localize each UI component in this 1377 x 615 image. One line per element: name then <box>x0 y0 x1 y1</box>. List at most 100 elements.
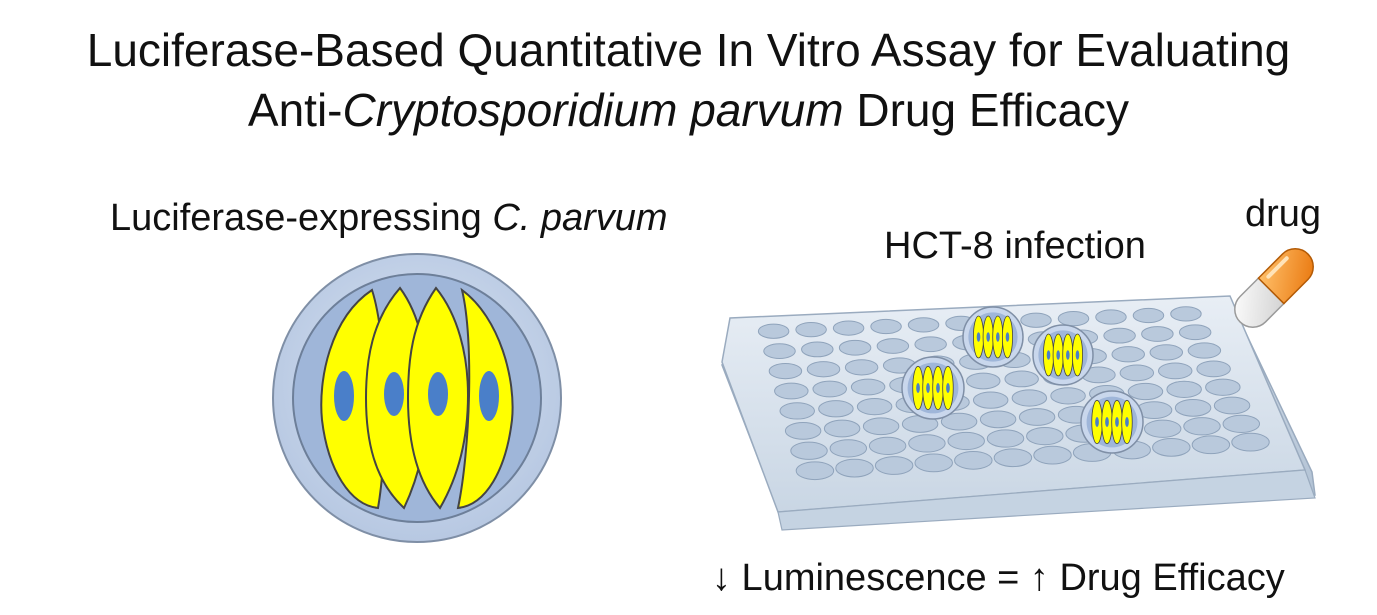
plate-well <box>1157 362 1193 380</box>
plate-well <box>1141 326 1174 342</box>
plate-well <box>945 315 977 331</box>
plate-well <box>1103 327 1136 344</box>
plate-well <box>801 341 834 358</box>
plate-well <box>1135 401 1173 420</box>
oocyst-inner-wall <box>292 273 542 523</box>
infected-well-oocyst <box>962 306 1024 368</box>
plate-well <box>812 380 847 398</box>
plate-well <box>856 397 893 416</box>
infected-well-oocyst <box>1032 324 1094 386</box>
plate-well <box>868 436 907 456</box>
plate-well <box>874 456 914 475</box>
nucleus <box>334 371 354 421</box>
plate-well <box>1096 403 1134 422</box>
plate-well <box>1132 307 1165 324</box>
nucleus <box>428 372 448 416</box>
plate-well <box>954 450 993 470</box>
title-suffix: Drug Efficacy <box>843 84 1130 136</box>
plate-well <box>1050 387 1086 405</box>
plate-well <box>959 353 993 370</box>
plate-well <box>1191 435 1231 455</box>
plate-well <box>1111 346 1145 363</box>
plate-well <box>901 415 939 433</box>
plate-well <box>979 410 1017 429</box>
plate-well <box>844 359 879 376</box>
plate-well <box>1152 437 1191 457</box>
plate-well <box>1018 408 1056 426</box>
plate-well <box>882 357 917 374</box>
plate-well <box>1205 378 1241 396</box>
plate-well <box>1127 382 1164 401</box>
plate-well <box>795 322 827 338</box>
capsule-white-half <box>1234 277 1285 328</box>
sporozoite <box>320 288 386 510</box>
plate-well <box>838 339 872 356</box>
plate-well <box>829 439 868 458</box>
infected-well-oocyst <box>901 356 965 420</box>
plate-well <box>952 334 985 351</box>
sporozoite <box>364 286 430 510</box>
plate-well <box>806 361 841 378</box>
plate-well <box>1196 360 1231 378</box>
plate-well <box>940 412 978 431</box>
plate-well <box>934 393 970 411</box>
oocyst-label-organism: C. parvum <box>492 197 668 239</box>
page-title-line-1: Luciferase-Based Quantitative In Vitro A… <box>86 24 1291 76</box>
plate-well <box>832 320 865 336</box>
plate-well <box>1231 432 1270 452</box>
plate-well <box>1166 380 1202 398</box>
plate-well <box>889 376 924 394</box>
plate-well <box>921 355 955 372</box>
plate-well <box>1042 368 1078 386</box>
plate-well <box>757 323 790 339</box>
plate-well <box>1089 385 1125 403</box>
plate-top <box>721 295 1307 513</box>
plate-well <box>768 362 803 380</box>
plate-side <box>720 299 1316 516</box>
plate-well <box>1104 422 1143 441</box>
plate-well <box>870 318 902 335</box>
capsule-orange-half <box>1257 248 1314 305</box>
plate-well <box>947 431 985 451</box>
plate-well <box>993 448 1033 468</box>
plate-well <box>927 374 963 392</box>
plate-well <box>1065 329 1099 346</box>
plate-well <box>1143 419 1182 438</box>
result-label: ↓ Luminescence = ↑ Drug Efficacy <box>712 557 1285 599</box>
plate-well <box>907 317 940 333</box>
plate-well <box>1026 426 1064 446</box>
plate-well <box>895 395 932 414</box>
plate-well <box>986 429 1025 448</box>
plate-well <box>1020 312 1052 328</box>
plate-well <box>966 372 1001 390</box>
plate-well <box>1004 370 1039 388</box>
plate-well <box>1072 443 1112 462</box>
plate-well <box>972 391 1009 409</box>
plate-well <box>1187 342 1222 359</box>
plate-well <box>1033 445 1072 465</box>
plate-well <box>1027 331 1061 347</box>
plate-well <box>989 332 1023 349</box>
plate-well <box>779 402 815 420</box>
plate-well <box>908 434 946 453</box>
plate-well <box>835 458 874 478</box>
oocyst-label: Luciferase-expressing C. parvum <box>110 196 668 240</box>
title-prefix: Anti- <box>247 84 343 136</box>
nucleus <box>479 371 499 421</box>
plate-well <box>1222 414 1261 433</box>
plate-well <box>763 343 796 360</box>
infection-label: HCT-8 infection <box>884 225 1146 267</box>
plate-well <box>914 336 947 353</box>
plate-well <box>1011 389 1048 407</box>
page-title-line-2: Anti-Cryptosporidium parvum Drug Efficac… <box>0 82 1377 138</box>
plate-well <box>784 421 822 440</box>
plate-well <box>997 351 1031 369</box>
title-organism: Cryptosporidium parvum <box>342 84 844 136</box>
plate-bottom-rim <box>777 469 1316 531</box>
plate-well <box>774 382 809 400</box>
plate-well <box>1073 348 1107 365</box>
plate-well <box>1170 306 1202 322</box>
plate-well <box>1065 424 1103 443</box>
plate-well <box>982 314 1015 330</box>
plate-well <box>1057 405 1095 424</box>
